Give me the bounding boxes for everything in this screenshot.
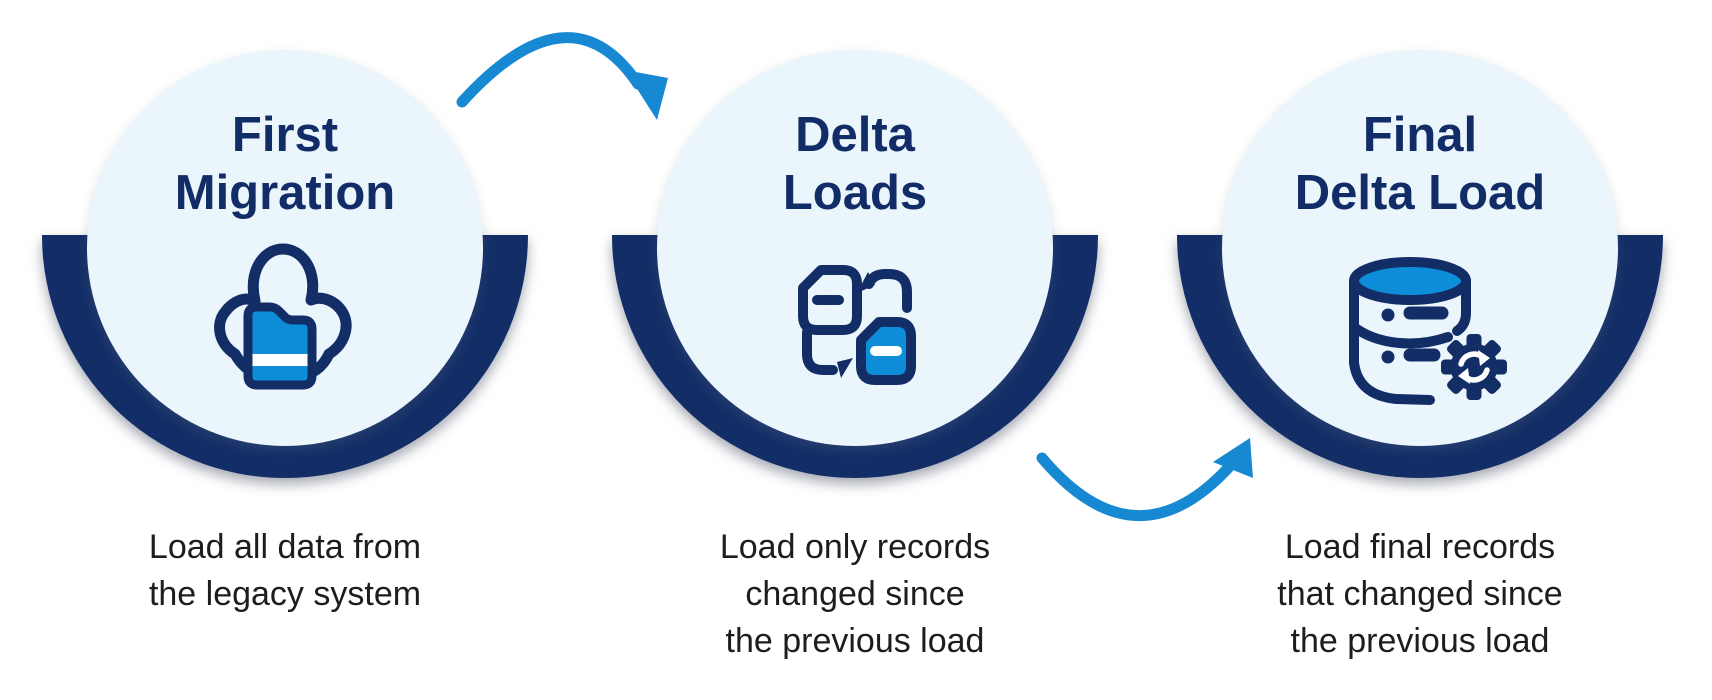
gear-glyph [1441, 334, 1507, 400]
caption-line: Load only records [719, 528, 991, 566]
curved-arrow-right-icon [1036, 438, 1253, 521]
step-final-delta-load: Final Delta Load [1177, 0, 1663, 700]
curved-arrow-right-icon [456, 32, 668, 120]
step-delta-loads: Delta Loads Load only records changed si… [612, 0, 1098, 700]
step-title-line: Loads [782, 166, 928, 220]
caption-line: that changed since [1277, 575, 1563, 613]
step-bubble: Final Delta Load [1222, 50, 1618, 446]
step-title-line: Delta [795, 108, 915, 162]
cloud-folder-icon [214, 243, 352, 390]
document-sync-icon [798, 265, 916, 385]
caption-line: Load all data from [148, 528, 422, 566]
step-caption: Load only records changed since the prev… [625, 524, 1085, 665]
caption-line: changed since [745, 575, 965, 613]
step-title: Delta Loads [657, 106, 1053, 222]
caption-line: the legacy system [148, 575, 422, 613]
step-title-line: Final [1362, 108, 1478, 162]
database-gear-icon [1349, 257, 1507, 405]
step-title: First Migration [87, 106, 483, 222]
step-title-line: First [231, 108, 339, 162]
step-bubble: First Migration [87, 50, 483, 446]
step-first-migration: First Migration Load all data from the l… [42, 0, 528, 700]
step-title-line: Migration [174, 166, 396, 220]
caption-line: Load final records [1284, 528, 1556, 566]
step-title: Final Delta Load [1222, 106, 1618, 222]
caption-line: the previous load [1290, 622, 1550, 660]
step-title-line: Delta Load [1294, 166, 1546, 220]
step-caption: Load all data from the legacy system [55, 524, 515, 618]
caption-line: the previous load [725, 622, 985, 660]
step-bubble: Delta Loads [657, 50, 1053, 446]
step-caption: Load final records that changed since th… [1190, 524, 1650, 665]
